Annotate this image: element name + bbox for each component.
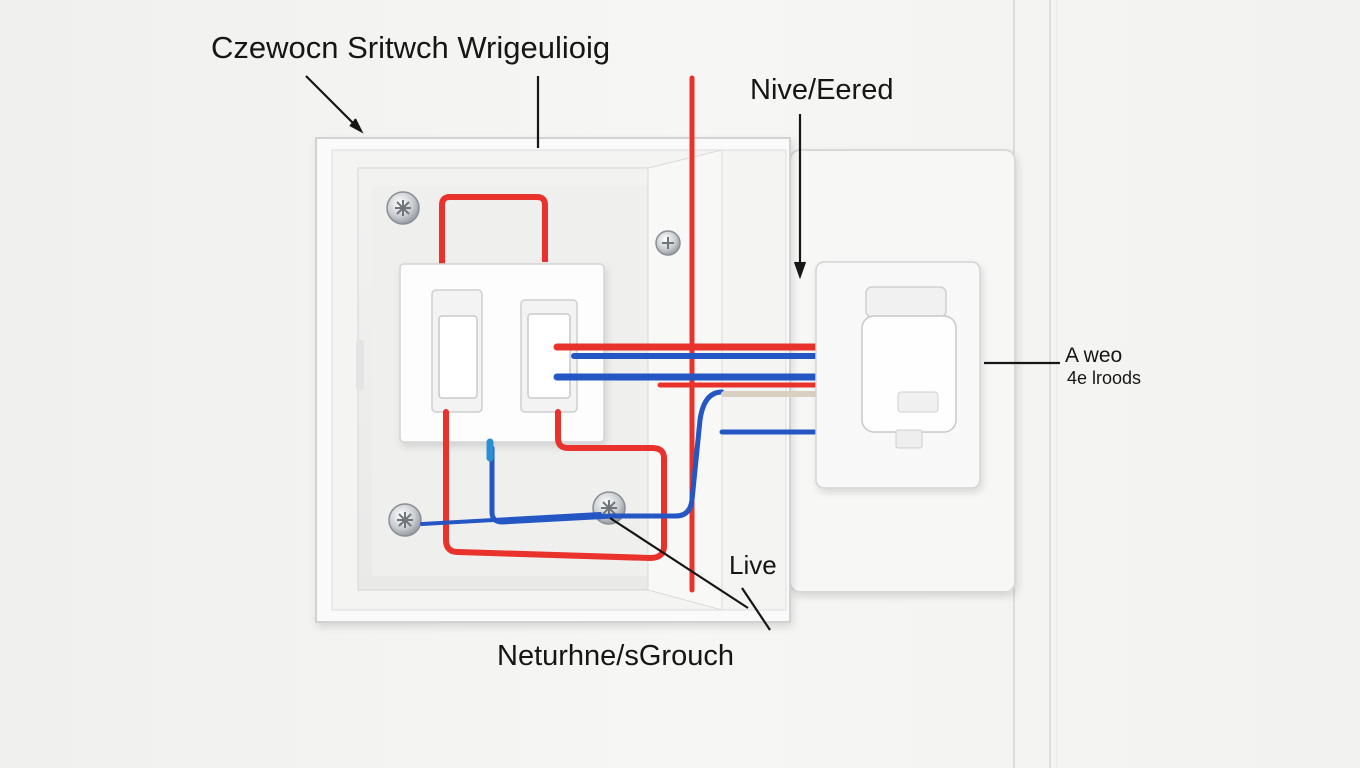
live-feed-label: Nive/Eered [750,74,894,106]
live-wire-loop [439,194,548,268]
switch-module [399,263,605,443]
diagram-title: Czewocn Sritwch Wrigeulioig [211,30,611,65]
wall-trim [1012,0,1056,768]
screw-icon [655,230,681,256]
wiring [420,75,725,593]
rocker-switch-icon[interactable] [527,313,571,399]
live-label: Live [729,550,777,580]
cable-connector-icon [861,315,957,433]
screw-icon [388,503,422,537]
annotation-lines [305,75,1060,631]
screw-icon [386,191,420,225]
receptacle [815,261,981,489]
rocker-switch-icon[interactable] [438,315,478,399]
connector-label-line1: A weo [1065,344,1123,367]
neutral-ground-label: Neturhne/sGrouch [497,640,734,672]
connector-label-line2: 4e lroods [1067,368,1142,388]
connector-label: A weo 4e lroods [1065,344,1141,390]
